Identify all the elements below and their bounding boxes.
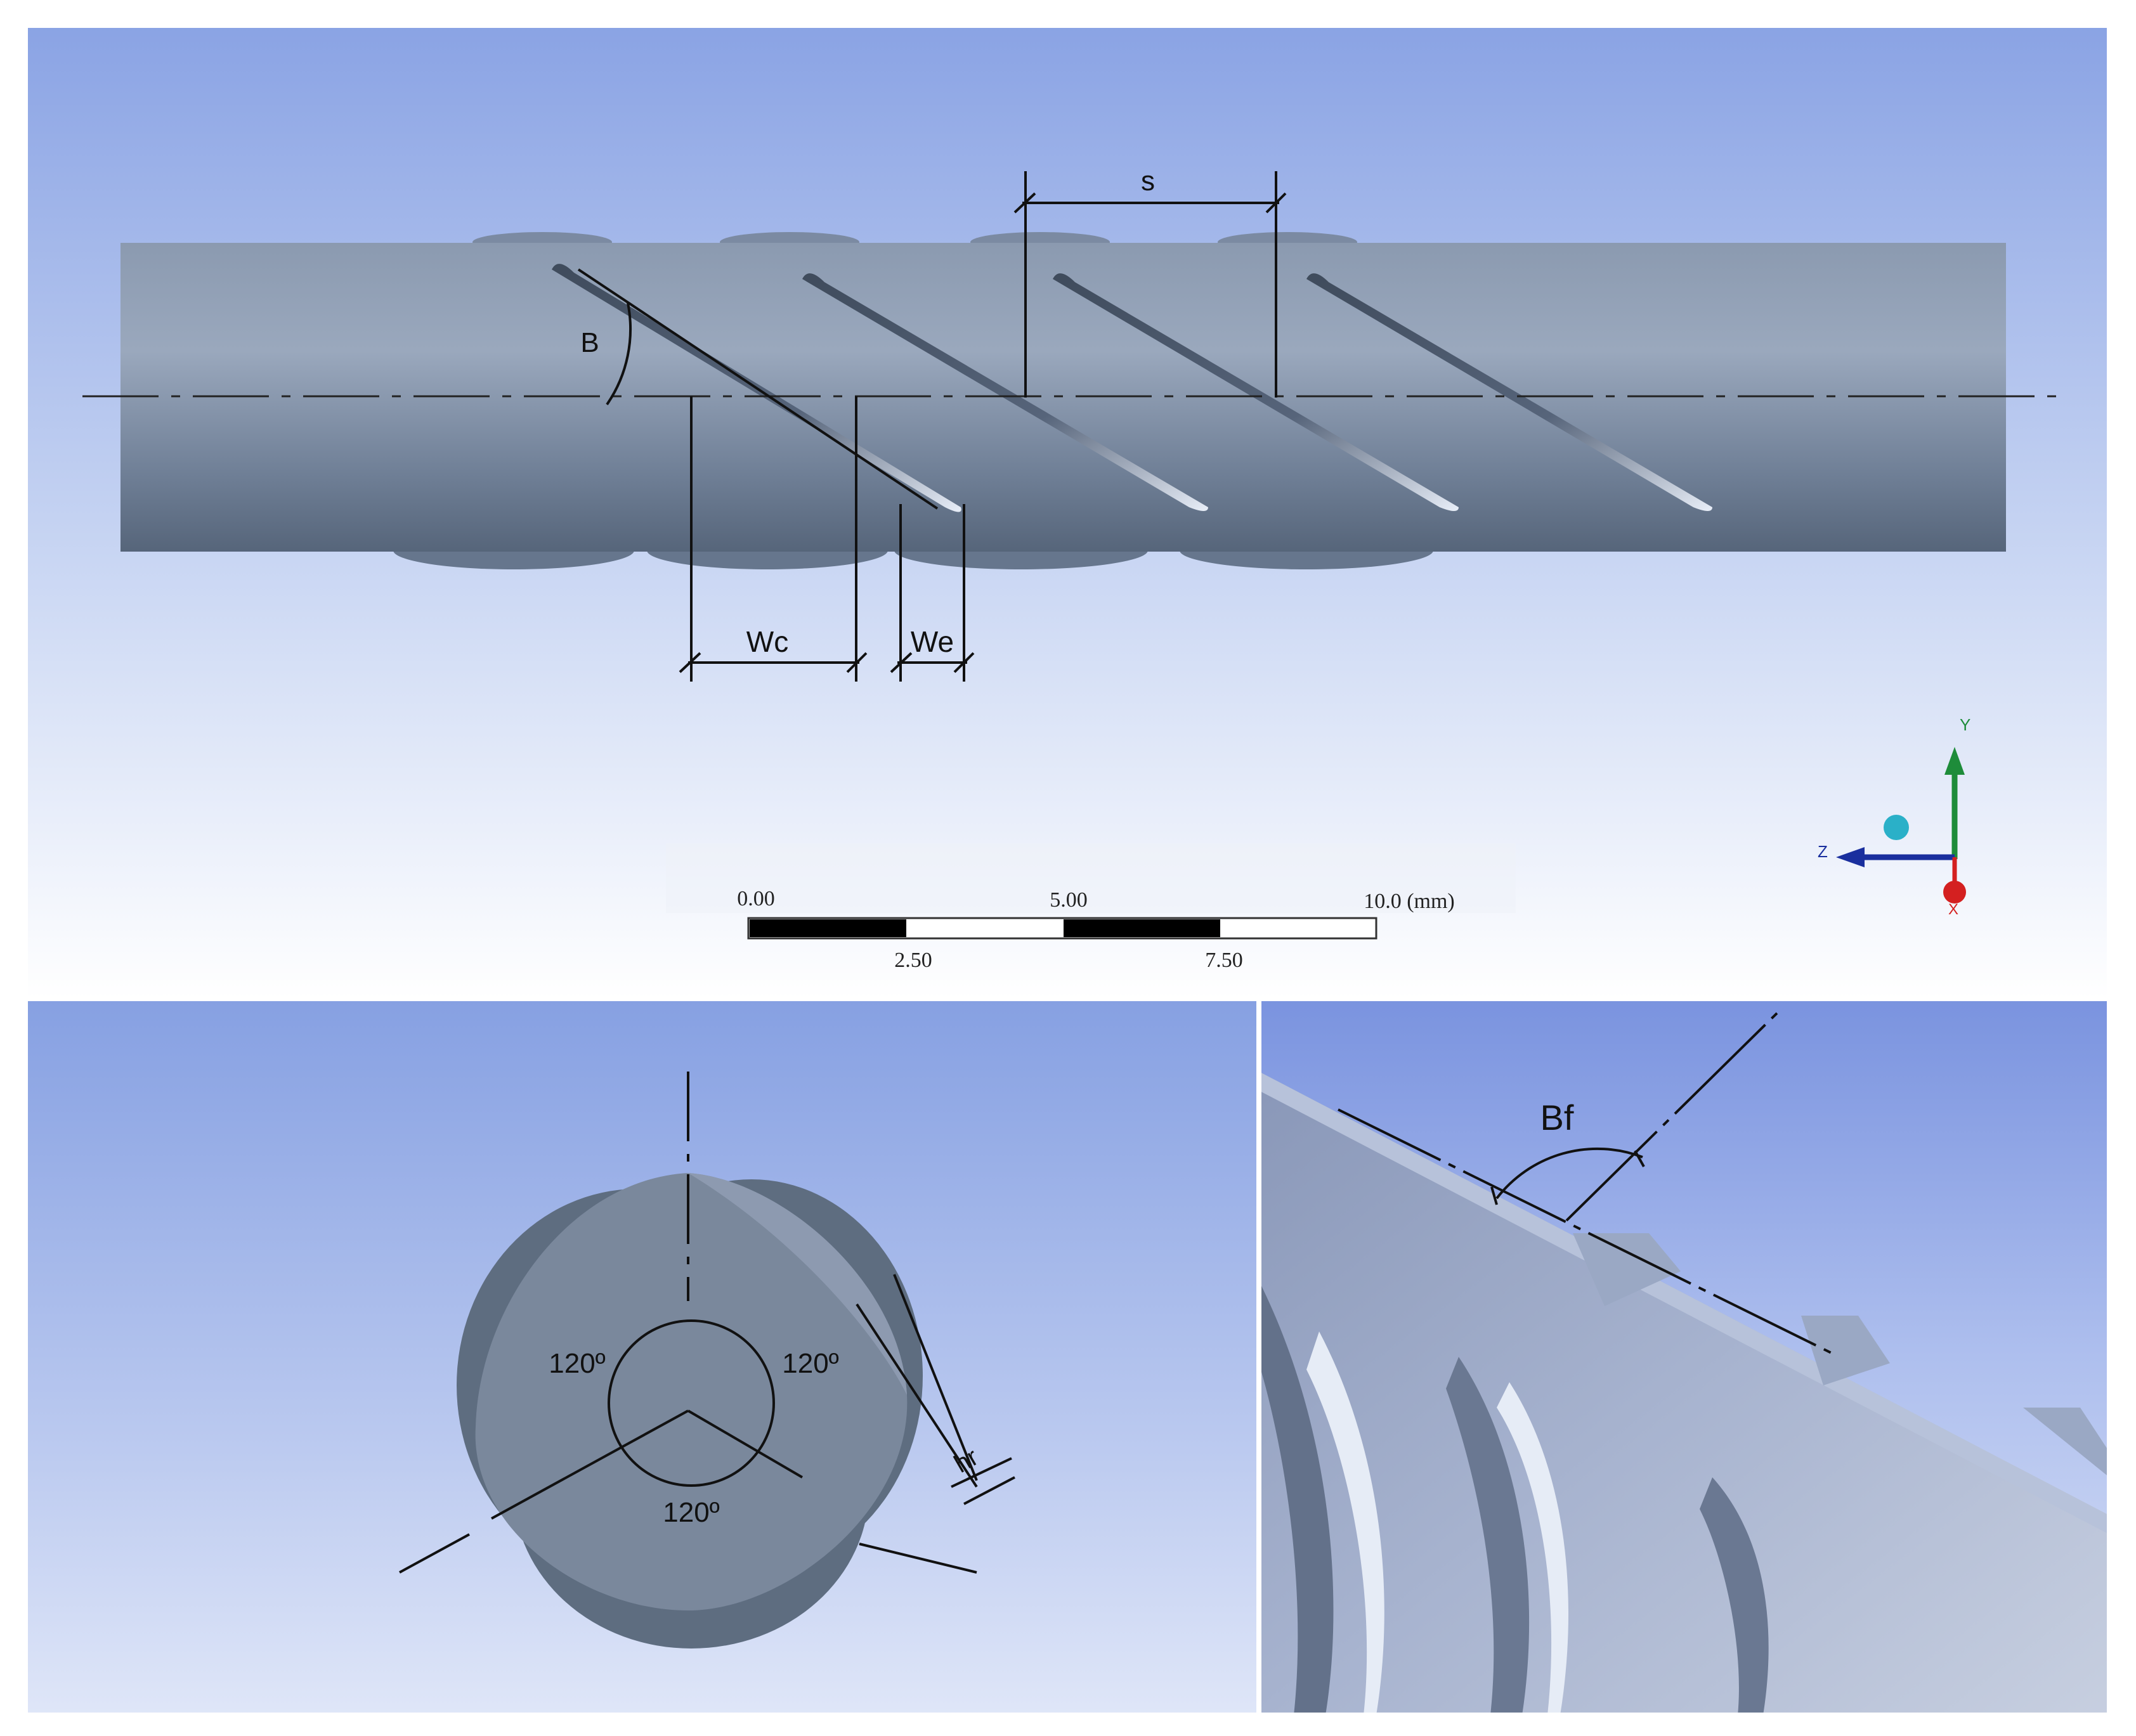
detail-bar-body — [1259, 1072, 2109, 1715]
core-width-label: Wc — [746, 625, 788, 658]
pitch-label: s — [1141, 165, 1155, 197]
detail-bar-edge — [1259, 1072, 2109, 1534]
section-view-panel: 120º 120º 120º hr — [25, 999, 1259, 1715]
rib-4 — [1306, 273, 1712, 511]
axis-y-label: Y — [1960, 715, 1970, 734]
rib-3 — [1053, 273, 1459, 511]
scale-tick-10: 10.0 (mm) — [1364, 890, 1455, 913]
axis-triad: Y Z X — [1818, 715, 1970, 918]
angle-label-top-left: 120º — [549, 1348, 605, 1379]
angle-label-bottom: 120º — [663, 1497, 719, 1528]
scale-bar: 0.00 5.00 10.0 (mm) 2.50 7.50 — [666, 843, 1516, 972]
scale-tick-2-5: 2.50 — [894, 949, 932, 972]
triangular-rib-section — [475, 1173, 908, 1610]
axis-x-label: X — [1948, 901, 1958, 918]
dimension-lines — [577, 171, 1287, 682]
angle-label: B — [580, 327, 599, 358]
detail-view-panel: Bf — [1259, 999, 2109, 1715]
rib-2 — [802, 273, 1208, 511]
detail-ribs — [1259, 1233, 2109, 1715]
axis-z-label: Z — [1818, 842, 1828, 861]
section-construction-lines — [399, 1072, 1015, 1574]
top-view-panel: s B Wc We 0.00 5.00 10.0 (mm) 2.50 7.50 … — [25, 25, 2109, 999]
end-width-label: We — [911, 625, 954, 658]
angle-label-top-right: 120º — [782, 1348, 838, 1379]
rib-facet — [688, 1173, 907, 1395]
scale-tick-5: 5.00 — [1050, 888, 1088, 912]
scale-tick-7-5: 7.50 — [1205, 949, 1243, 972]
panel-frame — [23, 23, 2112, 1718]
scale-tick-0: 0.00 — [737, 887, 775, 910]
flank-angle-label: Bf — [1540, 1098, 1574, 1137]
detail-construction-lines — [1338, 1007, 1833, 1355]
